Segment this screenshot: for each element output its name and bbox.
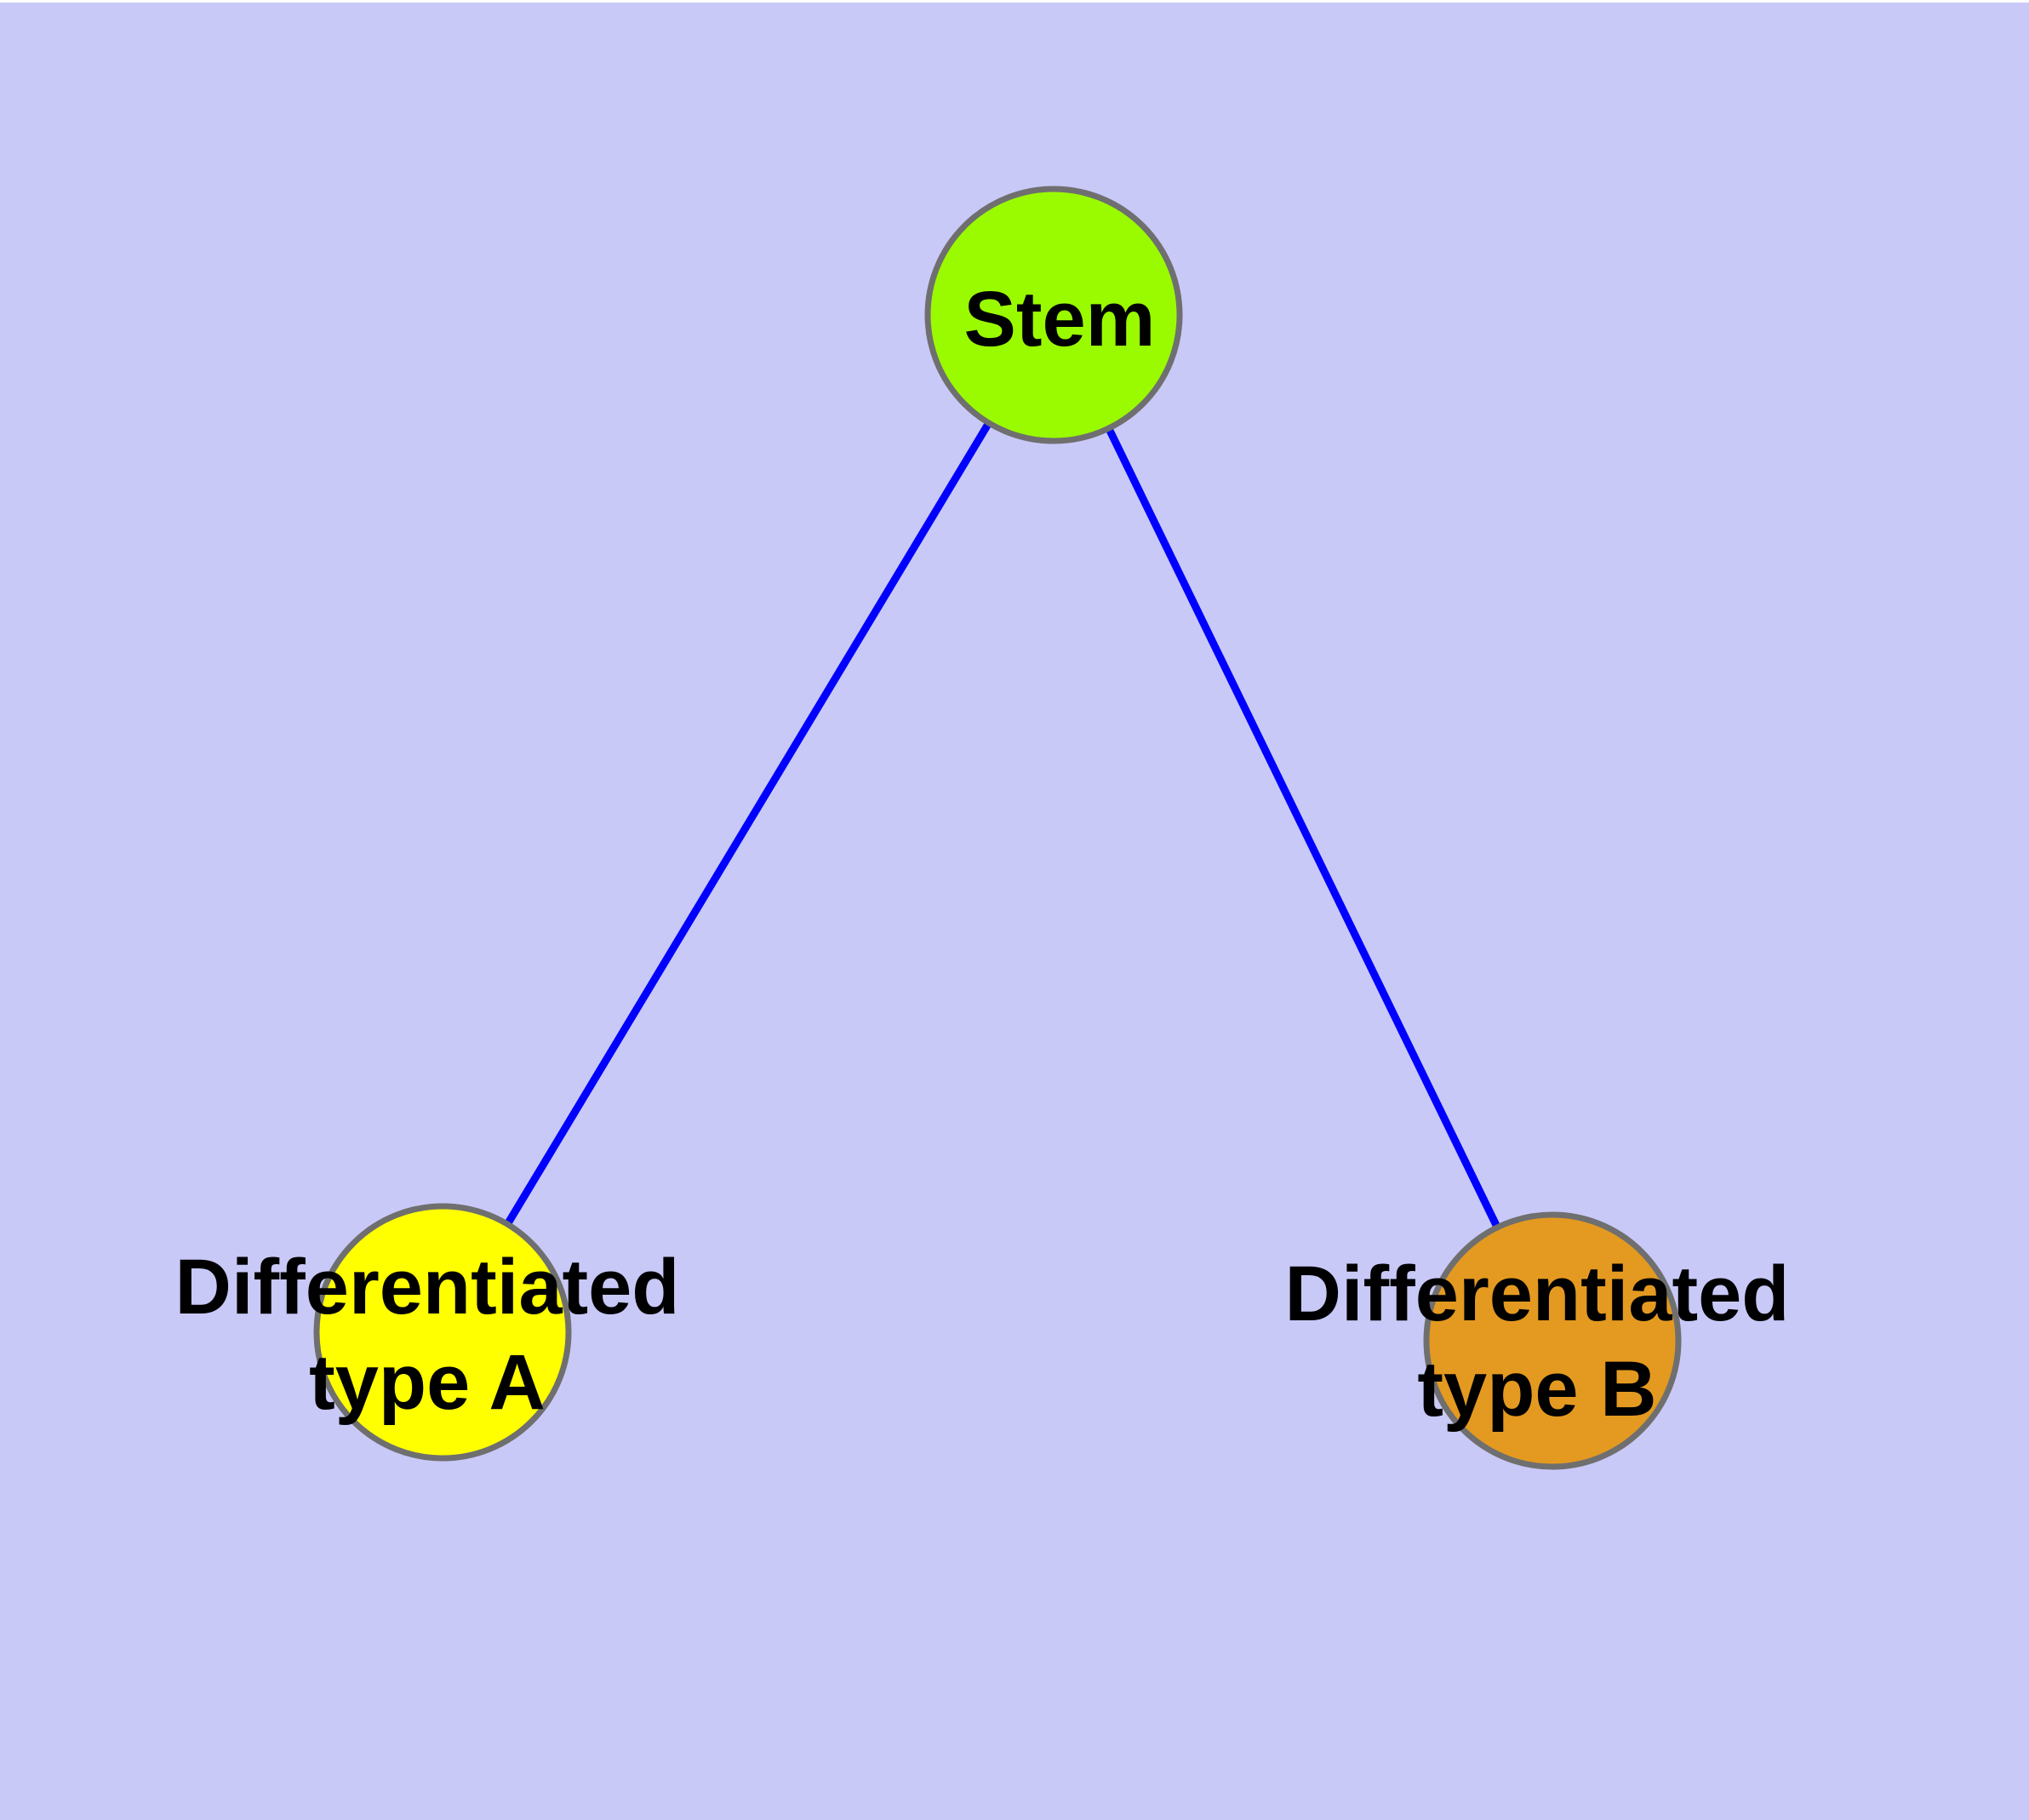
node-stem-circle <box>924 186 1183 444</box>
node-differentiated-type-a-label: Differentiated type A <box>174 1244 680 1426</box>
node-stem-label: Stem <box>963 276 1156 363</box>
node-differentiated-type-a-circle <box>313 1203 572 1462</box>
node-differentiated-type-b-circle <box>1423 1211 1682 1470</box>
edge-stem-to-type-a <box>439 312 1057 1335</box>
top-edge-strip <box>0 0 2029 3</box>
edge-stem-to-type-b <box>1049 313 1557 1342</box>
node-differentiated-type-b-label: Differentiated type B <box>1284 1251 1790 1433</box>
